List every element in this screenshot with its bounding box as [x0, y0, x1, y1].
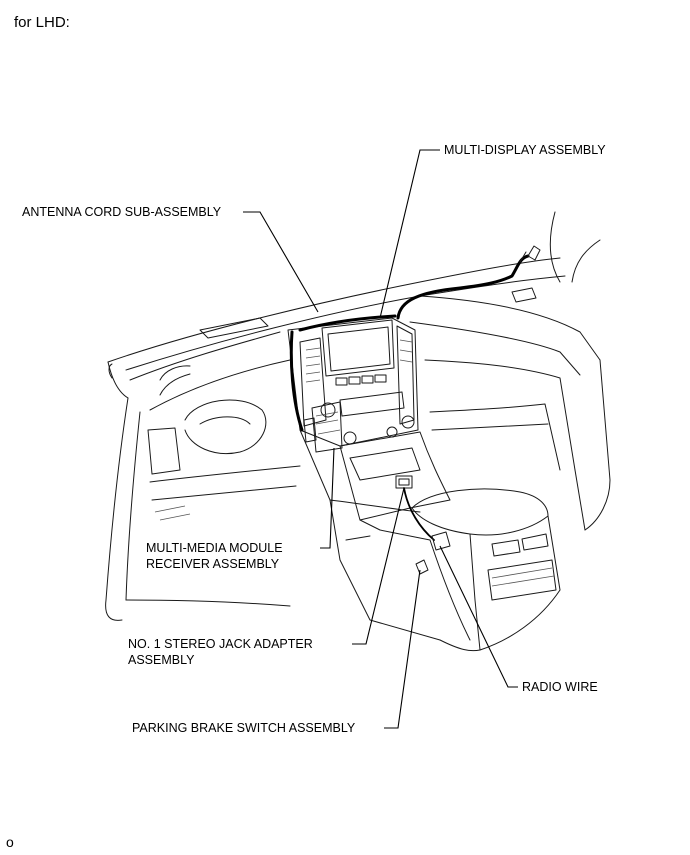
- label-radio-wire: RADIO WIRE: [522, 680, 598, 694]
- callout-leaders: [243, 149, 518, 729]
- antenna-cable: [396, 254, 530, 320]
- footer-mark: o: [6, 834, 14, 850]
- label-antenna-cord-sub-assembly: ANTENNA CORD SUB-ASSEMBLY: [22, 205, 222, 219]
- antenna-cord-wire-down: [289, 330, 304, 432]
- label-parking-brake-switch-assembly: PARKING BRAKE SWITCH ASSEMBLY: [132, 721, 356, 735]
- label-multi-media-module-line2: RECEIVER ASSEMBLY: [146, 557, 280, 571]
- antenna-cord-wire: [298, 314, 397, 332]
- label-multi-display-assembly: MULTI-DISPLAY ASSEMBLY: [444, 143, 606, 157]
- dashboard-illustration: [105, 211, 611, 652]
- label-multi-media-module-line1: MULTI-MEDIA MODULE: [146, 541, 283, 555]
- label-stereo-jack-adapter-line1: NO. 1 STEREO JACK ADAPTER: [128, 637, 313, 651]
- label-stereo-jack-adapter-line2: ASSEMBLY: [128, 653, 195, 667]
- page-header: for LHD:: [14, 14, 70, 31]
